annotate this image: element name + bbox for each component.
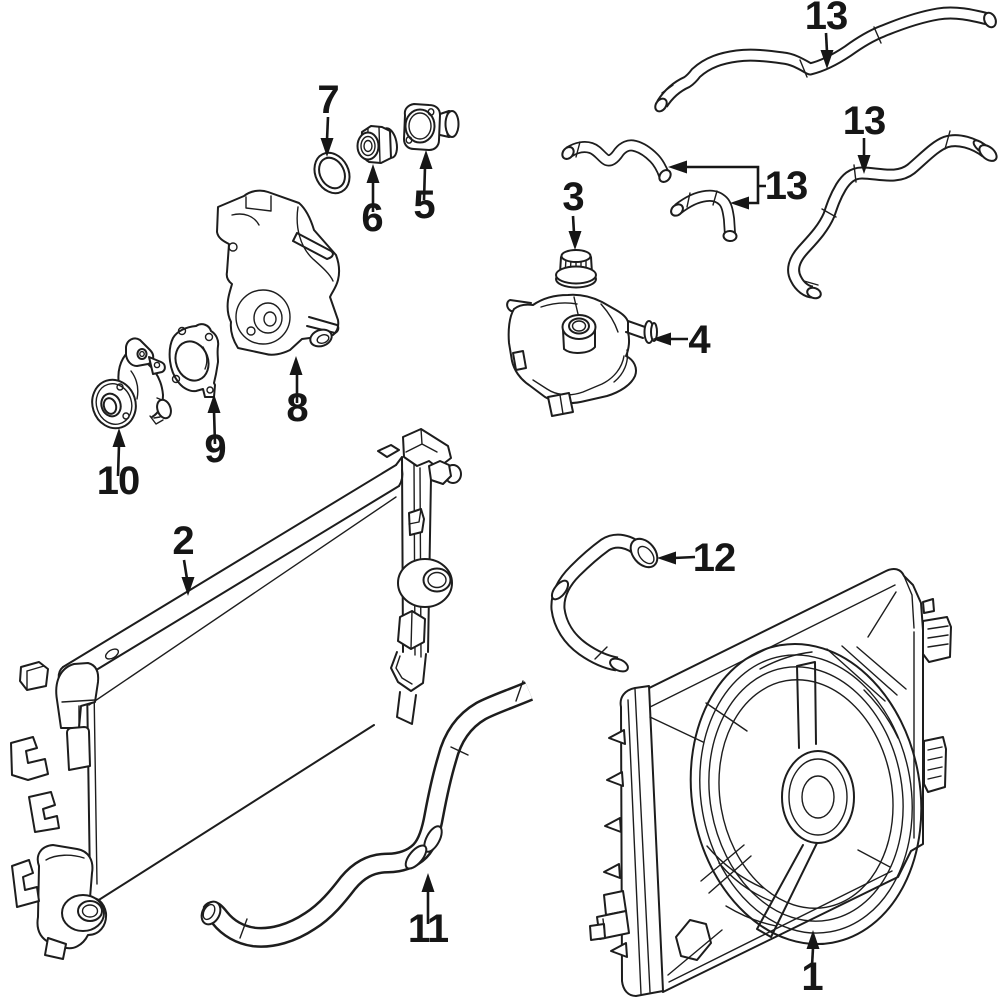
callout-1[interactable]: 1 [801,930,824,999]
heater-hose-small-wavy [561,139,672,183]
callout-7-label: 7 [317,78,338,122]
callout-11[interactable]: 11 [408,873,450,951]
callout-6[interactable]: 6 [361,164,384,240]
callout-11-label: 11 [408,907,449,951]
radiator-core-line [93,724,375,904]
callout-4[interactable]: 4 [652,318,712,362]
callout-5[interactable]: 5 [413,150,436,227]
callout-5-label: 5 [413,183,435,227]
fan-blades [706,645,907,927]
callout-13-pair[interactable]: 13 [668,160,808,210]
callout-4-label: 4 [688,318,711,362]
callout-9-arrow [212,410,217,445]
fan-struts [700,661,818,938]
callout-1-arrow [810,947,815,967]
callouts: 1 2 3 4 5 6 7 [97,0,887,999]
radiator [10,428,462,960]
callout-12-arrow [673,555,696,560]
callout-10-arrow [116,444,121,477]
callout-13-top-label: 13 [805,0,848,38]
water-outlet-housing [216,189,341,356]
fan-shroud-assembly [589,567,952,997]
callout-13-right[interactable]: 13 [843,99,886,174]
callout-8[interactable]: 8 [286,356,309,430]
heater-hose-right [787,130,998,300]
callout-8-label: 8 [286,386,308,430]
callout-5-arrow [422,166,427,201]
callout-10[interactable]: 10 [97,428,140,503]
callout-1-label: 1 [801,955,823,999]
radiator-top-tube [57,464,400,706]
callout-12-label: 12 [693,536,736,580]
shroud-frame [589,567,952,997]
callout-2-arrow [182,559,189,580]
fan-rings [689,642,923,946]
reservoir-cap [555,249,597,289]
callout-10-label: 10 [97,459,140,503]
callout-3[interactable]: 3 [562,175,585,250]
callout-7[interactable]: 7 [317,78,340,157]
coolant-reservoir [506,293,658,417]
upper-radiator-hose [550,533,659,673]
callout-6-label: 6 [361,196,382,240]
thermostat [356,125,398,164]
callout-9-label: 9 [204,427,225,471]
heater-hose-small-angled [670,189,738,243]
callout-13-top-arrow [824,32,829,53]
callout-13-top[interactable]: 13 [805,0,848,69]
heater-hose-top [654,6,997,113]
radiator-right-tank [377,428,462,725]
radiator-left-tank [10,661,108,960]
callout-13-pair-label: 13 [765,164,808,208]
callout-12[interactable]: 12 [657,536,736,580]
lower-radiator-hose [200,680,534,948]
callout-3-label: 3 [562,175,583,219]
thermostat-housing [403,103,460,151]
callout-2-label: 2 [172,519,193,563]
water-pump-gasket [168,323,220,398]
o-ring-seal [313,151,351,195]
callout-13-right-label: 13 [843,99,886,143]
fan-hub [781,750,855,844]
water-pump [91,337,172,430]
callout-3-arrow [571,215,576,234]
callout-2[interactable]: 2 [172,519,195,596]
callout-7-arrow [325,116,330,141]
reservoir-filler-neck [561,314,597,354]
callout-9[interactable]: 9 [204,394,227,471]
